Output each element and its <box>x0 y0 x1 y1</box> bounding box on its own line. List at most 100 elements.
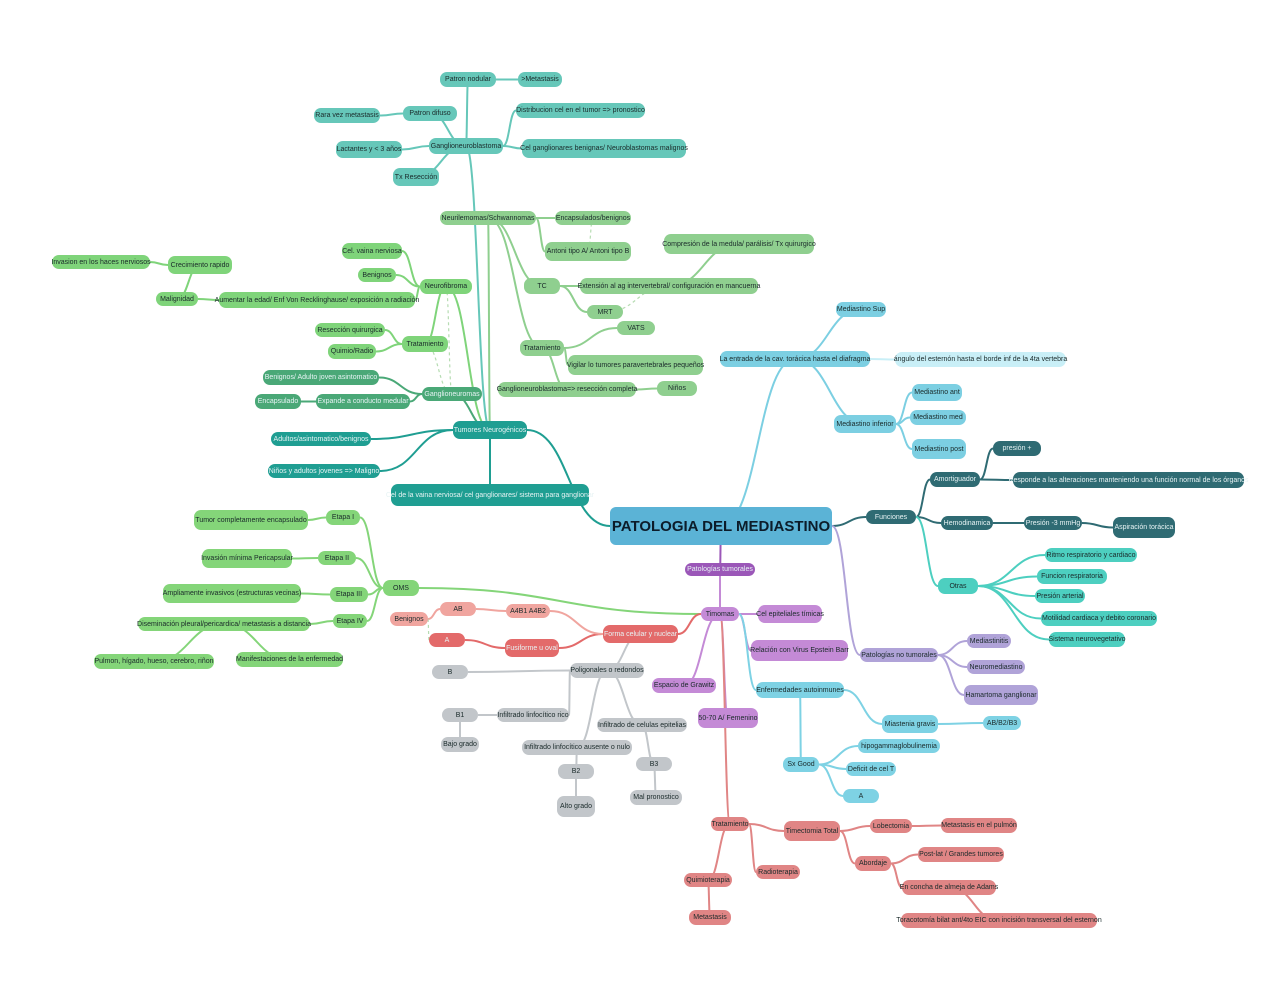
topic-encapsulado[interactable]: Encapsulado <box>255 394 301 409</box>
topic-a-good[interactable]: A <box>843 789 879 803</box>
topic-med-med[interactable]: Mediastino med <box>910 410 966 425</box>
topic-pulmon-etc[interactable]: Pulmon, hígado, hueso, cerebro, riñon <box>94 654 214 669</box>
topic-motilidad[interactable]: Motilidad cardiaca y debito coronario <box>1041 611 1157 626</box>
topic-b2[interactable]: B2 <box>558 764 594 779</box>
topic-hipogamma[interactable]: hipogammaglobulinemia <box>858 739 940 753</box>
topic-deficit[interactable]: Deficit de cel T <box>846 762 896 776</box>
topic-angulo[interactable]: ángulo del esternón hasta el borde inf d… <box>894 352 1067 367</box>
topic-crecimiento[interactable]: Crecimiento rapido <box>168 256 232 274</box>
topic-infil-ausente[interactable]: Infiltrado linfocítico ausente o nulo <box>522 740 632 755</box>
topic-ab[interactable]: AB <box>440 602 476 616</box>
topic-expande[interactable]: Expande a conducto medular <box>316 394 410 409</box>
topic-antoni[interactable]: Antoni tipo A/ Antoni tipo B <box>545 242 631 261</box>
topic-manifest[interactable]: Manifestaciones de la enfermedad <box>236 652 343 667</box>
topic-lactantes[interactable]: Lactantes y < 3 años <box>336 141 402 158</box>
topic-grawitz[interactable]: Espacio de Grawitz <box>652 678 716 693</box>
topic-med-ant[interactable]: Mediastino ant <box>912 384 962 401</box>
topic-etapa1-t[interactable]: Tumor completamente encapsulado <box>194 510 308 530</box>
topic-cel-gang[interactable]: Cel ganglionares benignas/ Neuroblastoma… <box>520 139 688 158</box>
topic-quimio-radio[interactable]: Quimio/Radio <box>328 344 376 359</box>
topic-a4a1[interactable]: A4B1 A4B2 <box>506 604 550 618</box>
topic-concha[interactable]: En concha de almeja de Adams <box>900 880 998 895</box>
topic-med-post[interactable]: Mediastino post <box>912 439 966 459</box>
topic-b3[interactable]: B3 <box>636 757 672 771</box>
topic-aspiracion[interactable]: Aspiración torácica <box>1113 517 1175 538</box>
topic-gnb-resec[interactable]: Ganglioneuroblastoma=> resección complet… <box>497 382 637 397</box>
topic-tum-neuro[interactable]: Tumores Neurogénicos <box>453 421 527 439</box>
topic-amortiguador[interactable]: Amortiguador <box>930 472 980 487</box>
topic-mediastinitis[interactable]: Mediastinitis <box>967 634 1011 648</box>
topic-sx-good[interactable]: Sx Good <box>783 757 819 772</box>
topic-radio[interactable]: Radioterapia <box>756 865 800 879</box>
topic-tx-resec[interactable]: Tx Resección <box>393 168 439 186</box>
topic-oms[interactable]: OMS <box>383 580 419 596</box>
topic-responde[interactable]: Responde a las alteraciones manteniendo … <box>1008 472 1249 488</box>
topic-metastasis-mas[interactable]: >Metastasis <box>518 72 562 87</box>
topic-met-pulmon[interactable]: Metastasis en el pulmón <box>941 818 1017 833</box>
topic-ninos-r[interactable]: Niños <box>657 381 697 396</box>
topic-alto-grado[interactable]: Alto grado <box>557 796 595 817</box>
topic-quimio[interactable]: Quimioterapia <box>684 873 732 887</box>
topic-b-grey[interactable]: B <box>432 665 468 679</box>
topic-patol-tum[interactable]: Patologías tumorales <box>685 563 755 576</box>
topic-fusiforme[interactable]: Fusiforme u oval <box>505 639 559 657</box>
topic-patron-dif[interactable]: Patron difuso <box>403 106 457 121</box>
topic-neurofibroma[interactable]: Neurofibroma <box>420 279 472 294</box>
topic-etapa3[interactable]: Etapa III <box>330 587 368 602</box>
topic-no-tumorales[interactable]: Patologías no tumorales <box>860 648 938 662</box>
topic-hemodinamica[interactable]: Hemodinamica <box>941 516 993 530</box>
topic-aumentar[interactable]: Aumentar la edad/ Enf Von Recklinghause/… <box>215 292 419 308</box>
topic-med-sup[interactable]: Mediastino Sup <box>836 302 886 317</box>
topic-abordaje[interactable]: Abordaje <box>855 856 891 871</box>
topic-malignidad[interactable]: Malignidad <box>156 292 198 306</box>
topic-forma-cel[interactable]: Forma celular y nuclear <box>603 625 678 643</box>
topic-etapa2[interactable]: Etapa II <box>318 551 356 565</box>
topic-hamartoma[interactable]: Hamartoma ganglionar <box>964 685 1038 705</box>
topic-lobectomia[interactable]: Lobectomia <box>870 819 912 833</box>
topic-metastasis-q[interactable]: Metastasis <box>689 910 731 925</box>
topic-tratamiento-r[interactable]: Tratamiento <box>520 340 564 356</box>
topic-tratamiento-t[interactable]: Tratamiento <box>711 817 749 831</box>
topic-mal-pron[interactable]: Mal pronostico <box>630 790 682 805</box>
topic-etapa4-t[interactable]: Diseminación pleural/pericardica/ metast… <box>137 617 311 631</box>
topic-neuromed[interactable]: Neuromediastino <box>967 660 1025 674</box>
topic-etapa3-t[interactable]: Ampliamente invasivos (estructuras vecin… <box>163 584 301 603</box>
topic-ganglioneuromas[interactable]: Ganglioneuromas <box>422 387 482 401</box>
topic-adultos[interactable]: Adultos/asintomatico/benignos <box>271 432 371 446</box>
topic-reseccion-q[interactable]: Resección quirurgica <box>315 323 385 337</box>
topic-edad[interactable]: 50-70 A/ Femenino <box>698 708 758 728</box>
topic-encap-ben[interactable]: Encapsulados/benignos <box>555 211 631 225</box>
topic-ritmo[interactable]: Ritmo respiratorio y cardiaco <box>1045 548 1137 562</box>
topic-vats[interactable]: VATS <box>617 321 655 335</box>
topic-timectomia[interactable]: Timectomia Total <box>784 821 840 841</box>
topic-infil-epit[interactable]: Infiltrado de celulas epitelias <box>597 718 687 732</box>
topic-otras[interactable]: Otras <box>938 578 978 594</box>
topic-etapa2-t[interactable]: Invasión mínima Pericapsular <box>201 549 293 568</box>
topic-a-red[interactable]: A <box>429 633 465 647</box>
topic-presion-mmhg[interactable]: Presión -3 mmHg <box>1024 516 1082 530</box>
topic-etapa1[interactable]: Etapa I <box>326 510 360 525</box>
topic-poligonales[interactable]: Poligonales o redondos <box>570 663 644 678</box>
topic-vigilar[interactable]: Vigilar lo tumores paravertebrales peque… <box>567 355 704 375</box>
topic-funciones[interactable]: Funciones <box>866 510 916 524</box>
topic-tc[interactable]: TC <box>524 278 560 294</box>
topic-cel-vaina[interactable]: Cel de la vaina nerviosa/ cel ganglionar… <box>386 484 594 506</box>
topic-ab-b2-b3[interactable]: AB/B2/B3 <box>983 716 1021 730</box>
topic-autoinmunes[interactable]: Enfermedades autoinmunes <box>756 682 844 698</box>
topic-toraco[interactable]: Toracotomía bilat ant/4to EIC con incisi… <box>896 913 1102 928</box>
topic-benignos-red[interactable]: Benignos <box>390 612 428 626</box>
topic-benignos-adulto[interactable]: Benignos/ Adulto joven asintomatico <box>263 370 379 385</box>
topic-post-lat[interactable]: Post-lat / Grandes tumores <box>918 847 1004 862</box>
central-topic[interactable]: PATOLOGIA DEL MEDIASTINO <box>610 507 832 545</box>
topic-miastenia[interactable]: Miastenia gravis <box>882 715 938 733</box>
topic-med-inf[interactable]: Mediastino inferior <box>834 415 896 433</box>
topic-entrada[interactable]: La entrada de la cav. torácica hasta el … <box>720 351 870 367</box>
topic-compresion[interactable]: Compresión de la medula/ parálisis/ Tx q… <box>662 234 816 254</box>
topic-sistema-neuro[interactable]: Sistema neurovegetativo <box>1048 632 1126 647</box>
topic-bajo-grado[interactable]: Bajo grado <box>441 737 479 752</box>
topic-rara-met[interactable]: Rara vez metastasis <box>314 108 380 123</box>
topic-funcion-resp[interactable]: Funcion respiratoria <box>1037 569 1107 584</box>
topic-distrib[interactable]: Distribucion cel en el tumor => pronosti… <box>516 103 645 118</box>
topic-gnb[interactable]: Ganglioneuroblastoma <box>429 138 503 154</box>
topic-cel-epit[interactable]: Cel epiteliales tímicas <box>756 605 824 623</box>
